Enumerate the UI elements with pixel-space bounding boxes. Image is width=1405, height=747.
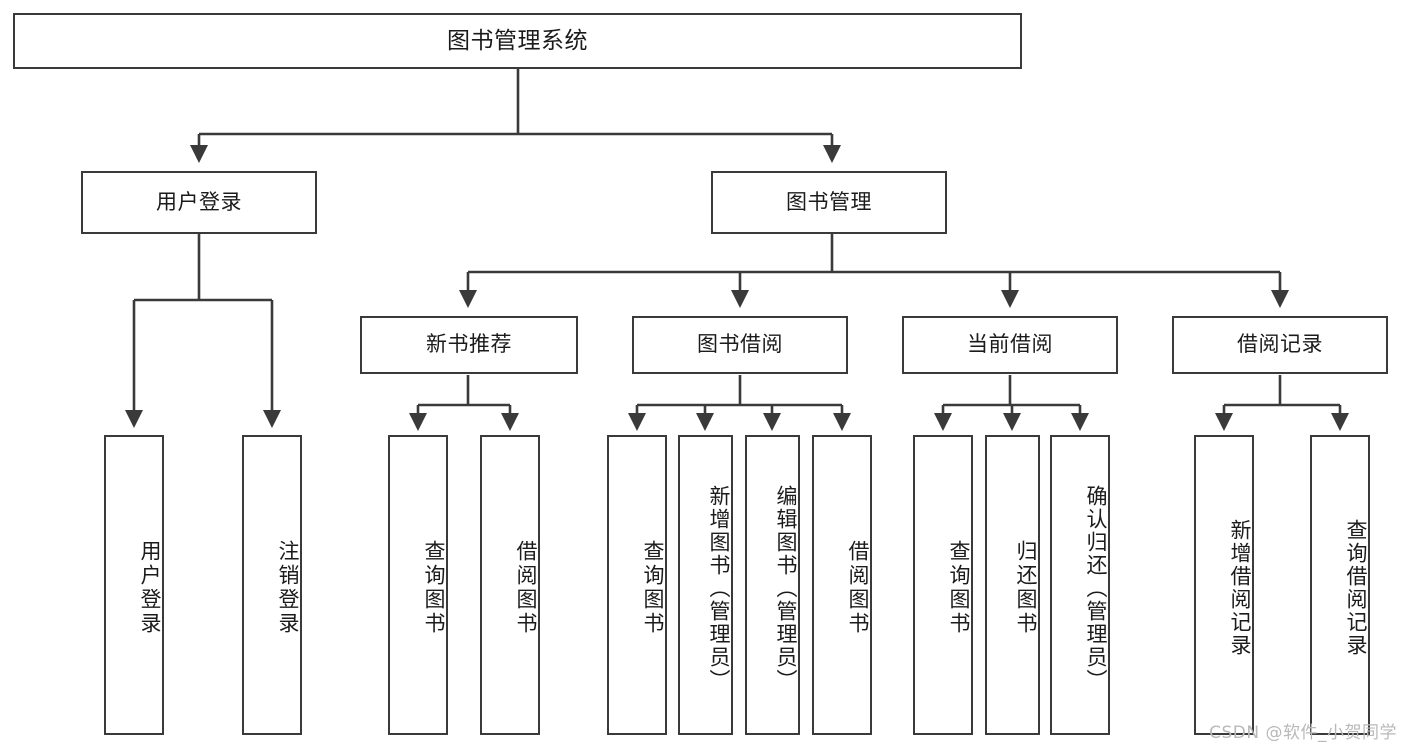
leaf-user-login[interactable]: 用户登录 (104, 435, 164, 735)
node-label: 新书推荐 (426, 332, 512, 357)
node-label: 查询图书 (422, 540, 446, 636)
node-root-system[interactable]: 图书管理系统 (13, 13, 1022, 69)
node-label: 查询借阅记录 (1344, 519, 1368, 657)
node-label: 新增借阅记录 (1228, 519, 1252, 657)
node-label: 新增图书（管理员） (707, 484, 731, 692)
node-new-book-recommend[interactable]: 新书推荐 (360, 316, 578, 374)
leaf-current-confirm-return-admin[interactable]: 确认归还（管理员） (1050, 435, 1110, 735)
node-label: 注销登录 (276, 540, 300, 636)
node-label: 用户登录 (138, 540, 162, 636)
node-label: 图书管理 (786, 189, 872, 214)
node-label: 图书借阅 (697, 332, 783, 357)
node-label: 借阅图书 (514, 540, 538, 636)
node-book-management[interactable]: 图书管理 (711, 171, 947, 234)
node-label: 图书管理系统 (447, 27, 588, 54)
node-label: 查询图书 (947, 540, 971, 636)
leaf-current-query-book[interactable]: 查询图书 (913, 435, 973, 735)
leaf-borrow-edit-book-admin[interactable]: 编辑图书（管理员） (745, 435, 800, 735)
leaf-user-logout[interactable]: 注销登录 (242, 435, 302, 735)
node-book-borrow[interactable]: 图书借阅 (632, 316, 848, 374)
leaf-current-return-book[interactable]: 归还图书 (985, 435, 1040, 735)
node-user-login[interactable]: 用户登录 (81, 171, 317, 234)
node-label: 查询图书 (641, 540, 665, 636)
node-label: 借阅记录 (1237, 332, 1323, 357)
leaf-newbook-borrow-book[interactable]: 借阅图书 (480, 435, 540, 735)
node-label: 用户登录 (156, 189, 242, 214)
leaf-record-add-record[interactable]: 新增借阅记录 (1194, 435, 1254, 735)
node-borrow-record[interactable]: 借阅记录 (1172, 316, 1388, 374)
leaf-borrow-borrow-book[interactable]: 借阅图书 (812, 435, 872, 735)
leaf-borrow-add-book-admin[interactable]: 新增图书（管理员） (678, 435, 733, 735)
leaf-borrow-query-book[interactable]: 查询图书 (607, 435, 667, 735)
node-current-borrow[interactable]: 当前借阅 (902, 316, 1118, 374)
node-label: 借阅图书 (846, 540, 870, 636)
leaf-record-query-record[interactable]: 查询借阅记录 (1310, 435, 1370, 735)
watermark-text: CSDN @软件_小贺同学 (1209, 723, 1397, 743)
node-label: 归还图书 (1014, 540, 1038, 636)
node-label: 确认归还（管理员） (1084, 484, 1108, 692)
leaf-newbook-query-book[interactable]: 查询图书 (388, 435, 448, 735)
node-label: 编辑图书（管理员） (774, 484, 798, 692)
node-label: 当前借阅 (967, 332, 1053, 357)
